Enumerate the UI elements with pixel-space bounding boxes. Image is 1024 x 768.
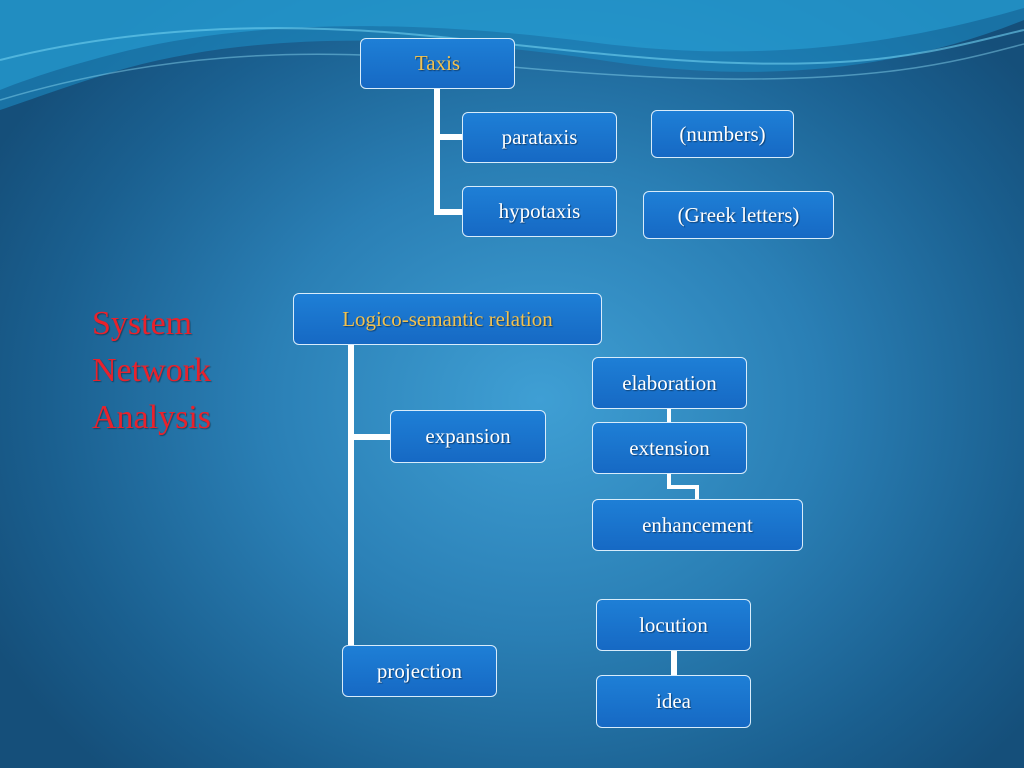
title-line: System [92, 305, 193, 342]
node-locution: locution [596, 599, 751, 651]
connector-extension-enhancement [667, 473, 699, 500]
note-greek-letters: (Greek letters) [643, 191, 834, 239]
node-projection: projection [342, 645, 497, 697]
node-parataxis: parataxis [462, 112, 617, 163]
node-taxis: Taxis [360, 38, 515, 89]
note-numbers: (numbers) [651, 110, 794, 158]
wave-decoration [0, 0, 1024, 110]
node-enhancement: enhancement [592, 499, 803, 551]
node-elaboration: elaboration [592, 357, 747, 409]
connector-taxis [434, 85, 465, 215]
title-line: Network [92, 352, 211, 389]
node-logico-semantic-relation: Logico-semantic relation [293, 293, 602, 345]
node-idea: idea [596, 675, 751, 728]
slide-title: System Network Analysis [92, 300, 272, 441]
node-hypotaxis: hypotaxis [462, 186, 617, 237]
connector-logico [348, 342, 393, 648]
title-line: Analysis [92, 399, 211, 436]
node-expansion: expansion [390, 410, 546, 463]
node-extension: extension [592, 422, 747, 474]
